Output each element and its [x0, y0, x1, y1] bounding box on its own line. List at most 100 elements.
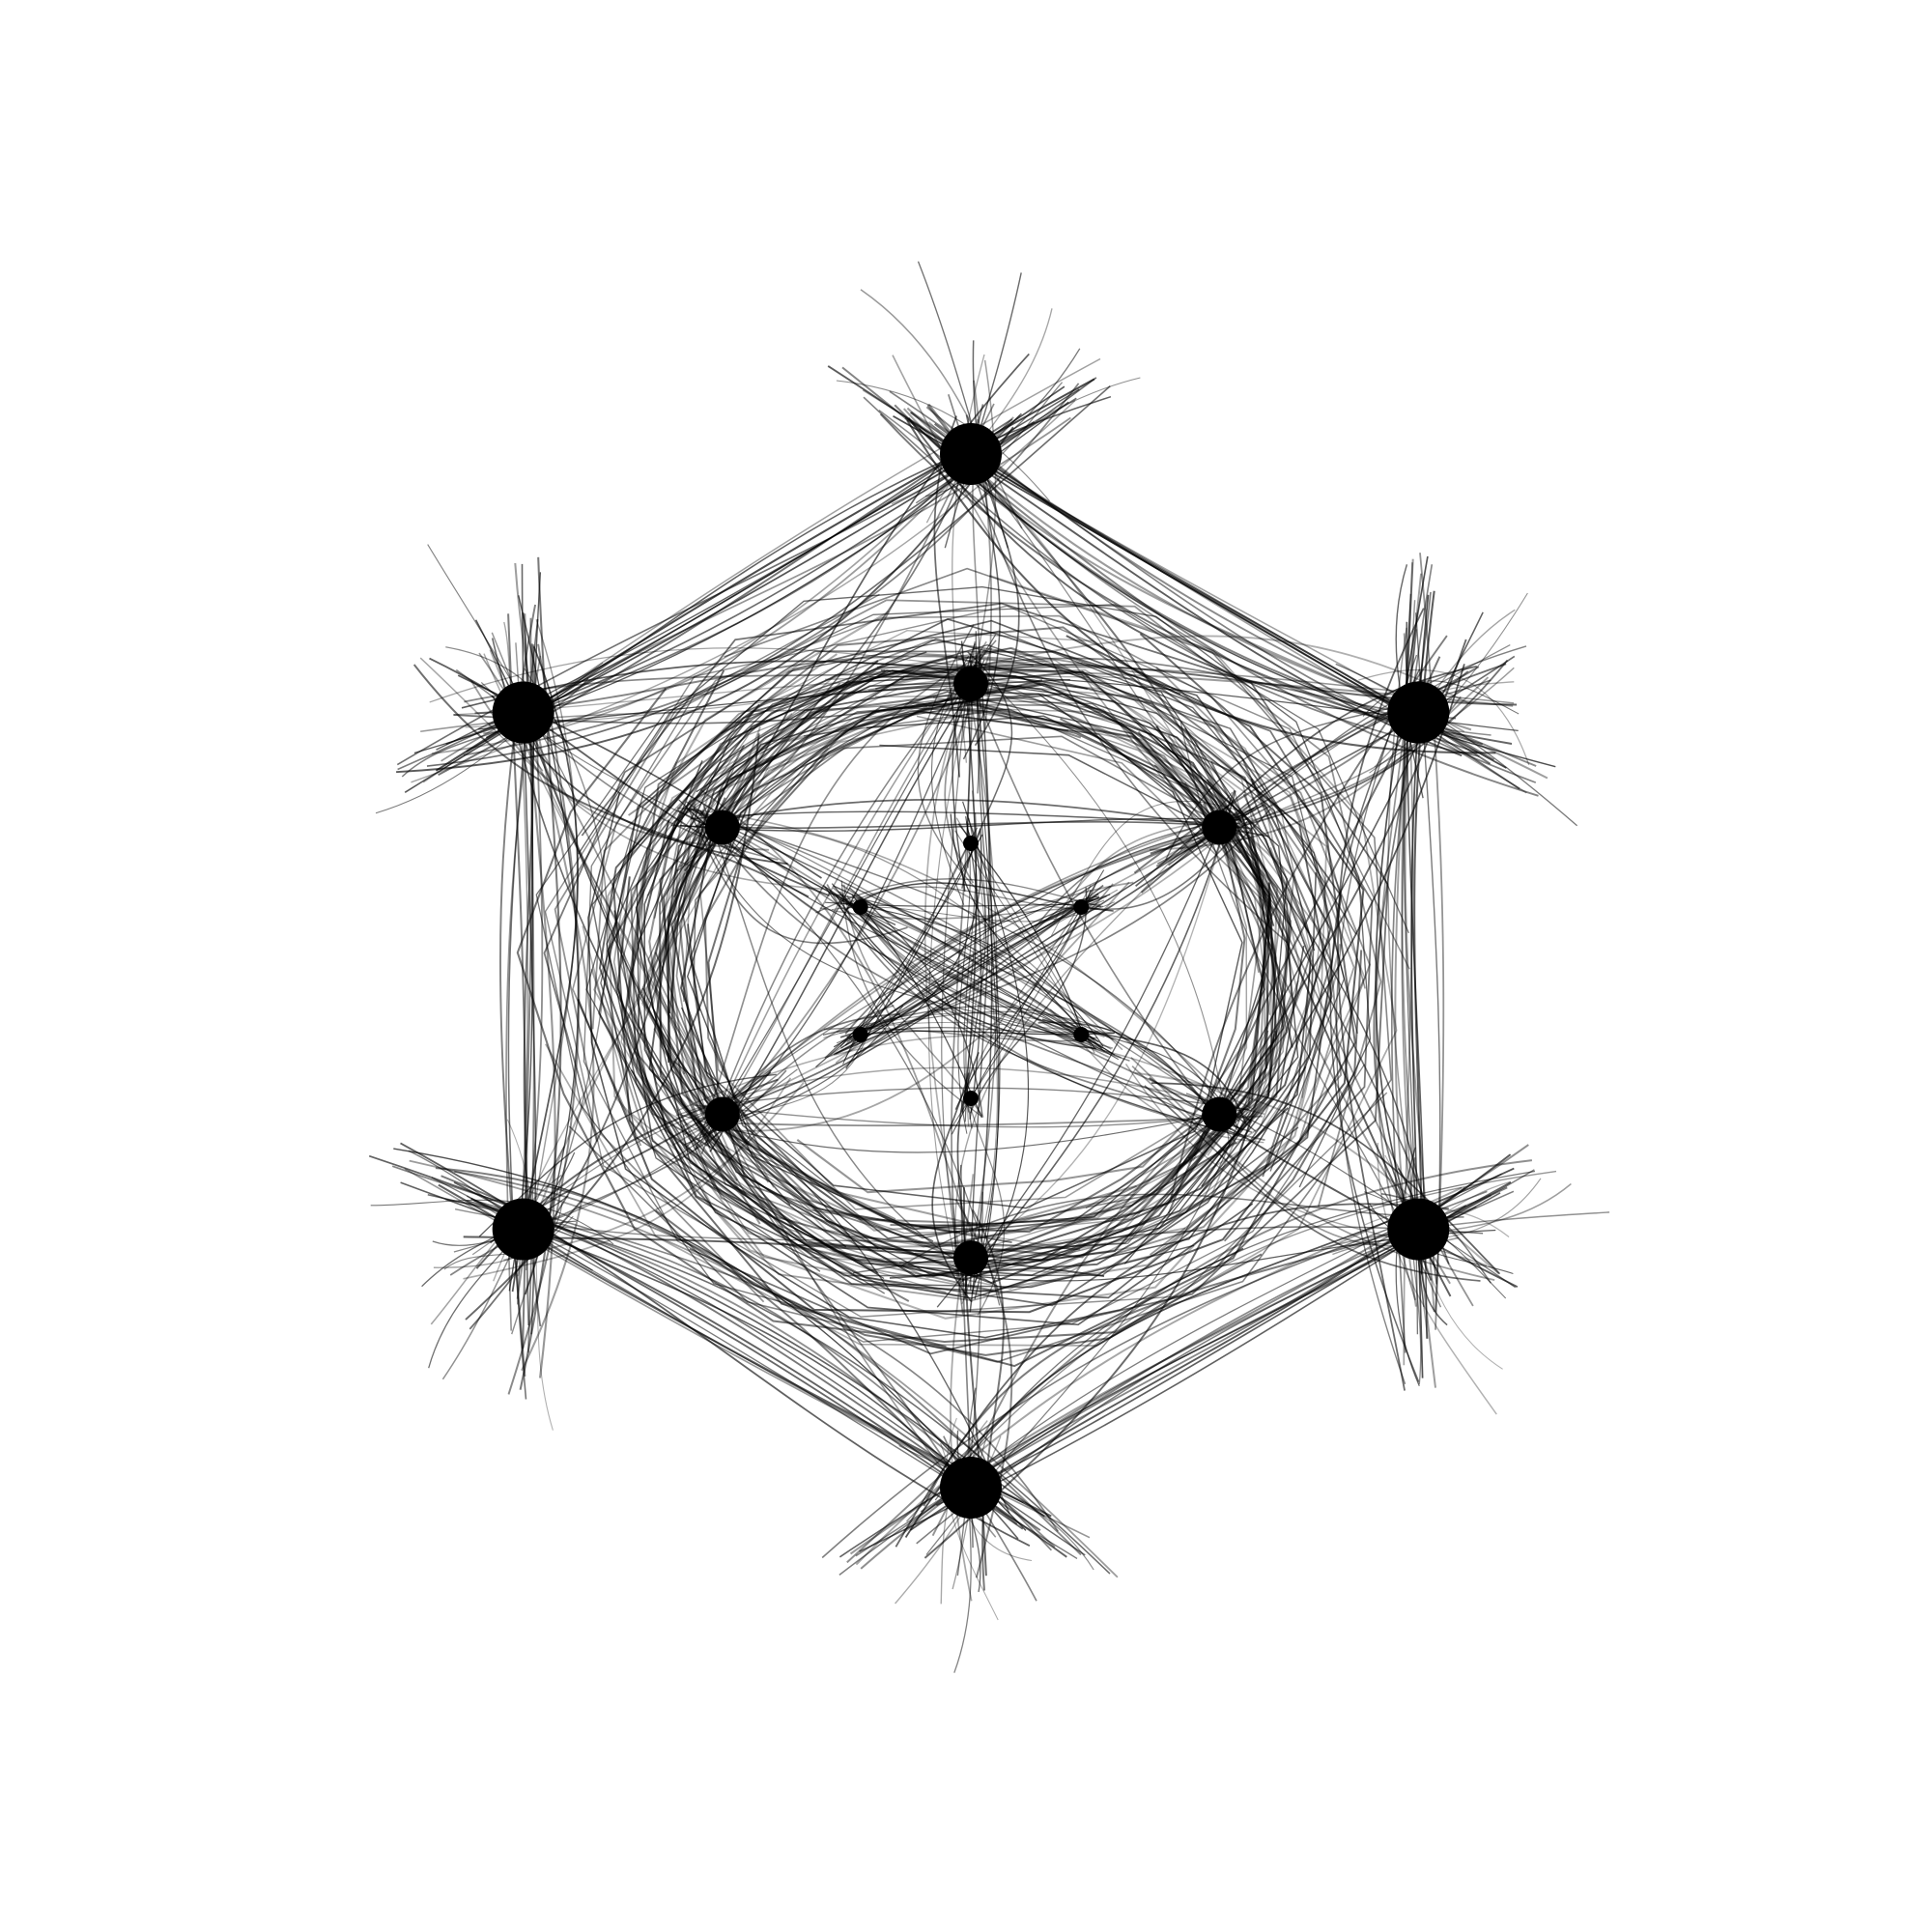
- sketch-stroke: [952, 819, 1229, 1266]
- sketch-stroke: [845, 886, 1098, 910]
- sketch-stroke: [846, 895, 1265, 1141]
- sketch-stroke: [1409, 1157, 1422, 1384]
- sketch-stroke: [654, 696, 1295, 1248]
- sketch-stroke: [655, 950, 1363, 1356]
- sketch-stroke: [606, 651, 1195, 1289]
- sketch-stroke: [964, 828, 987, 1122]
- outer-node-4: [940, 1457, 1002, 1519]
- sketch-stroke: [607, 693, 1310, 1244]
- sketch-stroke: [671, 805, 1258, 1147]
- sketch-stroke: [860, 289, 1023, 529]
- sketch-stroke: [695, 654, 983, 1151]
- sketch-stroke: [848, 902, 1104, 1047]
- sketch-stroke: [940, 1420, 988, 1605]
- sketch-stroke: [695, 809, 1257, 1127]
- sketch-stroke: [1332, 1182, 1572, 1256]
- middle-node-4: [953, 1240, 988, 1275]
- outer-node-5: [492, 1198, 554, 1261]
- sketch-stroke: [925, 308, 1053, 524]
- sketch-stroke: [613, 617, 1343, 1299]
- inner-node-2: [1073, 899, 1090, 915]
- sketch-stroke: [679, 817, 1241, 832]
- sketch-stroke: [544, 605, 1410, 1318]
- sketch-stroke: [1395, 564, 1424, 799]
- sketch-stroke: [815, 878, 1102, 914]
- sketch-stroke: [419, 657, 823, 891]
- sketch-stroke: [698, 805, 1265, 1138]
- node-layer: [492, 423, 1450, 1519]
- sketch-stroke: [941, 669, 969, 1283]
- sketch-stroke: [844, 821, 1237, 1035]
- sketch-stroke: [699, 715, 1265, 1210]
- sketch-stroke: [1144, 1085, 1481, 1282]
- inner-node-5: [852, 1027, 868, 1042]
- sketch-stroke: [705, 659, 985, 1147]
- sketch-stroke: [637, 708, 1293, 1228]
- sketch-stroke: [852, 899, 1100, 1048]
- sketch-stroke: [506, 1119, 554, 1431]
- sketch-stroke: [535, 604, 1409, 1348]
- sketch-stroke: [1321, 1211, 1610, 1250]
- sketch-stroke: [680, 1108, 1249, 1153]
- sketch-stroke: [924, 382, 1064, 497]
- sketch-stroke: [836, 380, 1051, 502]
- sketch-stroke: [700, 634, 997, 1142]
- middle-node-2: [1202, 810, 1237, 845]
- sketch-stroke: [965, 817, 978, 1129]
- outer-node-3: [1387, 1198, 1450, 1261]
- sketch-stroke: [835, 809, 1271, 1055]
- sketch-stroke: [428, 1151, 576, 1369]
- sketch-stroke: [969, 659, 1230, 1145]
- sketch-stroke: [961, 654, 998, 1295]
- sketch-stroke: [969, 650, 993, 1313]
- sketch-stroke: [578, 585, 1372, 1188]
- sketch-stroke: [917, 624, 979, 892]
- sketch-stroke: [824, 886, 1245, 1139]
- sketch-stroke: [843, 834, 974, 1061]
- sketch-stroke: [676, 807, 1253, 1123]
- sketch-stroke: [433, 1215, 574, 1268]
- sketch-stroke: [591, 639, 1371, 1256]
- sketch-stroke: [474, 655, 1034, 715]
- sketch-stroke: [525, 618, 579, 1271]
- sketch-stroke: [944, 272, 1022, 549]
- sketch-stroke: [426, 384, 1111, 767]
- sketch-stroke: [843, 884, 984, 1119]
- sketch-stroke: [587, 792, 1244, 1339]
- outer-node-6: [492, 681, 554, 744]
- sketch-stroke: [582, 593, 1366, 1343]
- sketch-stroke: [835, 883, 1114, 1055]
- sketch-stroke: [953, 1387, 977, 1673]
- sketch-stroke: [626, 626, 1333, 1302]
- sketch-stroke: [593, 673, 1327, 1279]
- inner-node-4: [963, 1091, 979, 1106]
- sketch-stroke: [891, 377, 1141, 505]
- sketch-stroke: [635, 680, 989, 1248]
- sketch-stroke: [848, 887, 983, 1117]
- sketch-stroke: [1369, 592, 1528, 774]
- middle-node-3: [1202, 1096, 1237, 1132]
- sketch-stroke: [840, 880, 983, 1118]
- sketch-stroke: [1395, 1147, 1420, 1386]
- sketch-stroke: [1201, 664, 1465, 1187]
- sketch-stroke: [427, 544, 579, 803]
- sketch-stroke: [1362, 680, 1520, 717]
- sketch-stroke: [697, 884, 1104, 1121]
- sketch-stroke: [833, 894, 1111, 1048]
- middle-node-5: [704, 1096, 740, 1132]
- sketch-stroke: [375, 662, 604, 814]
- sketch-stroke: [709, 1115, 1263, 1127]
- sketch-stroke: [519, 556, 562, 1390]
- sketch-stroke: [927, 652, 979, 1289]
- middle-node-6: [704, 810, 740, 845]
- sketch-stroke: [600, 630, 1358, 1272]
- sketch-stroke: [850, 827, 979, 1047]
- sketch-stroke: [612, 633, 1356, 1368]
- sketch-stroke: [1349, 1178, 1542, 1247]
- inner-node-6: [852, 899, 868, 915]
- sketch-stroke: [715, 881, 1130, 1132]
- sketch-stroke: [408, 1150, 593, 1271]
- sketch-stroke: [1131, 1065, 1495, 1281]
